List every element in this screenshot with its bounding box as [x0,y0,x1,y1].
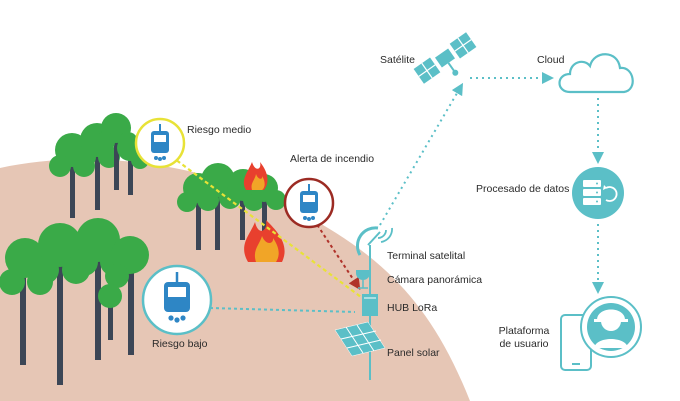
sensor-fire-alert [283,177,335,229]
solar-panel-icon [334,321,386,357]
tree-icon [105,236,149,355]
label-user-platform: Plataforma de usuario [493,325,555,351]
sync-icon [603,185,618,202]
cloud-icon [558,53,634,94]
label-solar-panel: Panel solar [387,347,440,359]
tree-icon [197,163,241,250]
user-avatar-icon [580,296,642,358]
link-low-to-hub [209,307,356,313]
monitoring-station [334,226,393,380]
tree-icon [98,284,122,340]
server-icon [583,180,601,205]
label-user-platform-line1: Plataforma [498,325,550,337]
fire-icon [243,162,268,190]
label-panoramic-camera: Cámara panorámica [387,274,483,286]
label-user-platform-line2: de usuario [499,338,549,351]
link-terminal-to-satellite [379,82,464,226]
sensor-icon [300,184,318,221]
sensor-icon [164,272,190,323]
sensor-low-risk [141,264,213,336]
trees-upper-left [49,113,149,218]
label-satellite: Satélite [380,54,416,66]
tree-icon [31,223,90,385]
data-processing-node [572,167,624,219]
label-fire-alert: Alerta de incendio [290,153,375,165]
hub-lora-box [362,294,378,316]
label-satellite-terminal: Terminal satelital [387,250,466,262]
trees-lower-left [0,218,149,385]
satellite-icon [413,32,477,84]
label-data-processing: Procesado de datos [476,183,570,195]
label-risk-medium: Riesgo medio [187,124,252,136]
sensor-medium-risk [134,117,186,169]
trees-middle [177,163,286,250]
link-medium-to-hub [159,147,366,301]
label-risk-low: Riesgo bajo [152,338,208,350]
camera-icon [356,270,370,289]
antenna-dish-icon [355,226,393,256]
sensor-icon [151,124,169,161]
label-hub-lora: HUB LoRa [387,302,438,314]
fire-icon [244,220,285,262]
link-alert-to-hub [313,219,361,291]
user-platform-node [560,296,642,371]
label-cloud: Cloud [537,54,565,66]
